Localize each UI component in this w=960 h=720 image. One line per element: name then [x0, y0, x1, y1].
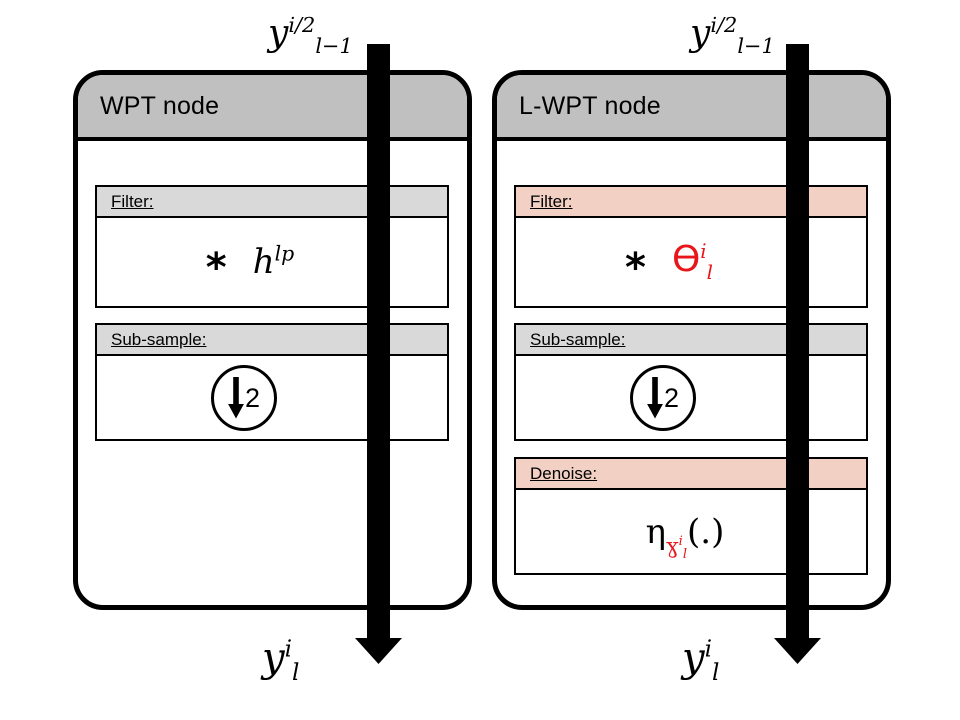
- down-arrow-icon: [647, 376, 663, 418]
- input-signal-math-lwpt: yi/2l−1: [690, 13, 775, 59]
- lwpt-flow-arrow: [774, 44, 821, 664]
- input-signal-label-lwpt: yi/2l−1: [690, 13, 775, 59]
- convolution-operator-icon: *: [625, 245, 646, 291]
- lwpt-filter-expression: * ϴil: [625, 239, 713, 288]
- downsample-factor-lwpt: 2: [663, 383, 680, 413]
- input-signal-math-wpt: yi/2l−1: [268, 13, 353, 59]
- lwpt-node-panel[interactable]: L-WPT node Filter: * ϴil Sub-sample:: [492, 70, 891, 610]
- lwpt-filter-operand: ϴil: [671, 239, 713, 285]
- output-signal-math-wpt: yil: [262, 635, 300, 686]
- convolution-operator-icon: *: [205, 245, 227, 291]
- lwpt-node-header: L-WPT node: [497, 75, 886, 141]
- wpt-subsample-label: Sub-sample:: [111, 330, 207, 349]
- wpt-node-header: WPT node: [78, 75, 467, 141]
- output-signal-label-wpt: yil: [262, 635, 300, 686]
- lwpt-filter-label: Filter:: [530, 192, 573, 211]
- wpt-filter-expression: * hlp: [206, 241, 295, 288]
- wpt-flow-arrow: [355, 44, 402, 664]
- downsample-badge-lwpt: 2: [630, 364, 696, 431]
- downsample-factor-wpt: 2: [244, 383, 261, 413]
- denoise-argument: (.): [687, 511, 725, 552]
- denoise-operator: η: [645, 511, 666, 552]
- wpt-filter-operand: hlp: [252, 241, 295, 282]
- output-signal-label-lwpt: yil: [682, 635, 720, 686]
- output-signal-math-lwpt: yil: [682, 635, 720, 686]
- lwpt-denoise-label: Denoise:: [530, 464, 598, 483]
- downsample-badge-wpt: 2: [211, 364, 277, 431]
- lwpt-denoise-expression: ηɣil(.): [645, 511, 725, 561]
- lwpt-node-title: L-WPT node: [519, 91, 661, 120]
- wpt-node-panel[interactable]: WPT node Filter: * hlp Sub-sample:: [73, 70, 472, 610]
- input-signal-label-wpt: yi/2l−1: [268, 13, 353, 59]
- denoise-threshold-param: ɣil: [666, 532, 688, 562]
- down-arrow-icon: [228, 376, 244, 418]
- wpt-node-title: WPT node: [100, 91, 220, 120]
- lwpt-subsample-label: Sub-sample:: [530, 330, 626, 349]
- wpt-filter-label: Filter:: [111, 192, 154, 211]
